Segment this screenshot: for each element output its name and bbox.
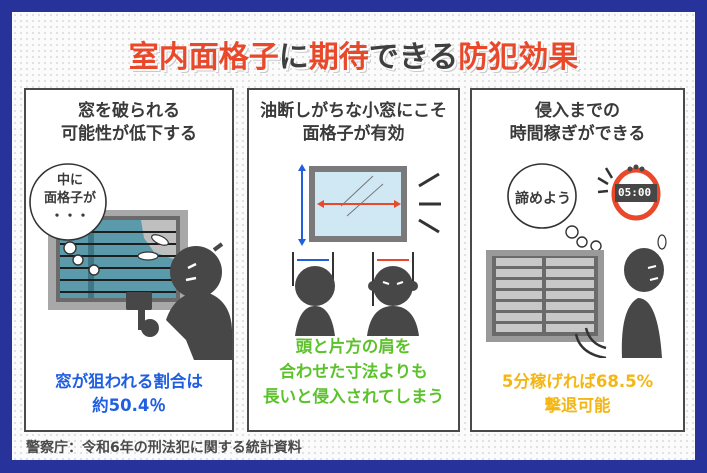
panel-heading: 侵入までの 時間稼ぎができる xyxy=(472,100,683,146)
panel-heading: 油断しがちな小窓にこそ 面格子が有効 xyxy=(249,100,458,146)
heading-line: 侵入までの xyxy=(535,101,620,121)
panel-window-break: 窓を破られる 可能性が低下する xyxy=(24,88,234,432)
burglar-giving-up-icon xyxy=(486,163,667,358)
burglar-hammer-window-icon xyxy=(29,163,232,360)
warning-line: 頭と片方の肩を xyxy=(295,337,412,356)
bubble-line: 面格子が xyxy=(43,191,96,206)
title-segment: できる xyxy=(368,40,459,75)
bubble-line: 諦めよう xyxy=(515,191,571,207)
title-segment: 期待 xyxy=(308,40,369,75)
infographic-canvas: 室内面格子に期待できる防犯効果 窓を破られる 可能性が低下する xyxy=(12,12,695,460)
title-segment: 防犯効果 xyxy=(458,40,579,75)
title-segment: 室内面格子 xyxy=(128,40,279,75)
title-segment: に xyxy=(278,40,309,75)
timer-display: 05:00 xyxy=(618,186,652,199)
thought-bubble-text: 諦めよう xyxy=(508,188,578,208)
page-title: 室内面格子に期待できる防犯効果 xyxy=(12,32,695,76)
statistic-line: 窓が狙われる割合は xyxy=(55,372,203,391)
statistic-line: 撃退可能 xyxy=(544,396,611,415)
panel-statistic: 窓が狙われる割合は 約50.4％ xyxy=(26,370,232,418)
heading-line: 可能性が低下する xyxy=(61,124,197,144)
panel-heading: 窓を破られる 可能性が低下する xyxy=(26,100,232,146)
warning-line: 長いと侵入されてしまう xyxy=(262,387,444,406)
statistic-value: 5分稼げれば68.5% xyxy=(501,372,654,391)
panel-delay-intrusion: 侵入までの 時間稼ぎができる xyxy=(470,88,685,432)
heading-line: 面格子が有効 xyxy=(302,124,405,144)
thought-bubble-text: 中に 面格子が ・・・ xyxy=(32,172,108,226)
bubble-line: ・・・ xyxy=(50,209,90,224)
panel-warning: 頭と片方の肩を 合わせた寸法よりも 長いと侵入されてしまう xyxy=(249,334,458,409)
panel-statistic: 5分稼げれば68.5% 撃退可能 xyxy=(472,370,683,418)
window-measurement-icon xyxy=(292,164,441,336)
heading-line: 時間稼ぎができる xyxy=(509,124,646,144)
panel-small-window: 油断しがちな小窓にこそ 面格子が有効 xyxy=(247,88,460,432)
heading-line: 油断しがちな小窓にこそ xyxy=(260,101,447,121)
warning-line: 合わせた寸法よりも xyxy=(279,362,428,381)
statistic-value: 約50.4％ xyxy=(92,396,166,415)
source-citation: 警察庁：令和6年の刑法犯に関する統計資料 xyxy=(26,440,302,456)
heading-line: 窓を破られる xyxy=(78,101,180,121)
bubble-line: 中に xyxy=(56,173,83,188)
